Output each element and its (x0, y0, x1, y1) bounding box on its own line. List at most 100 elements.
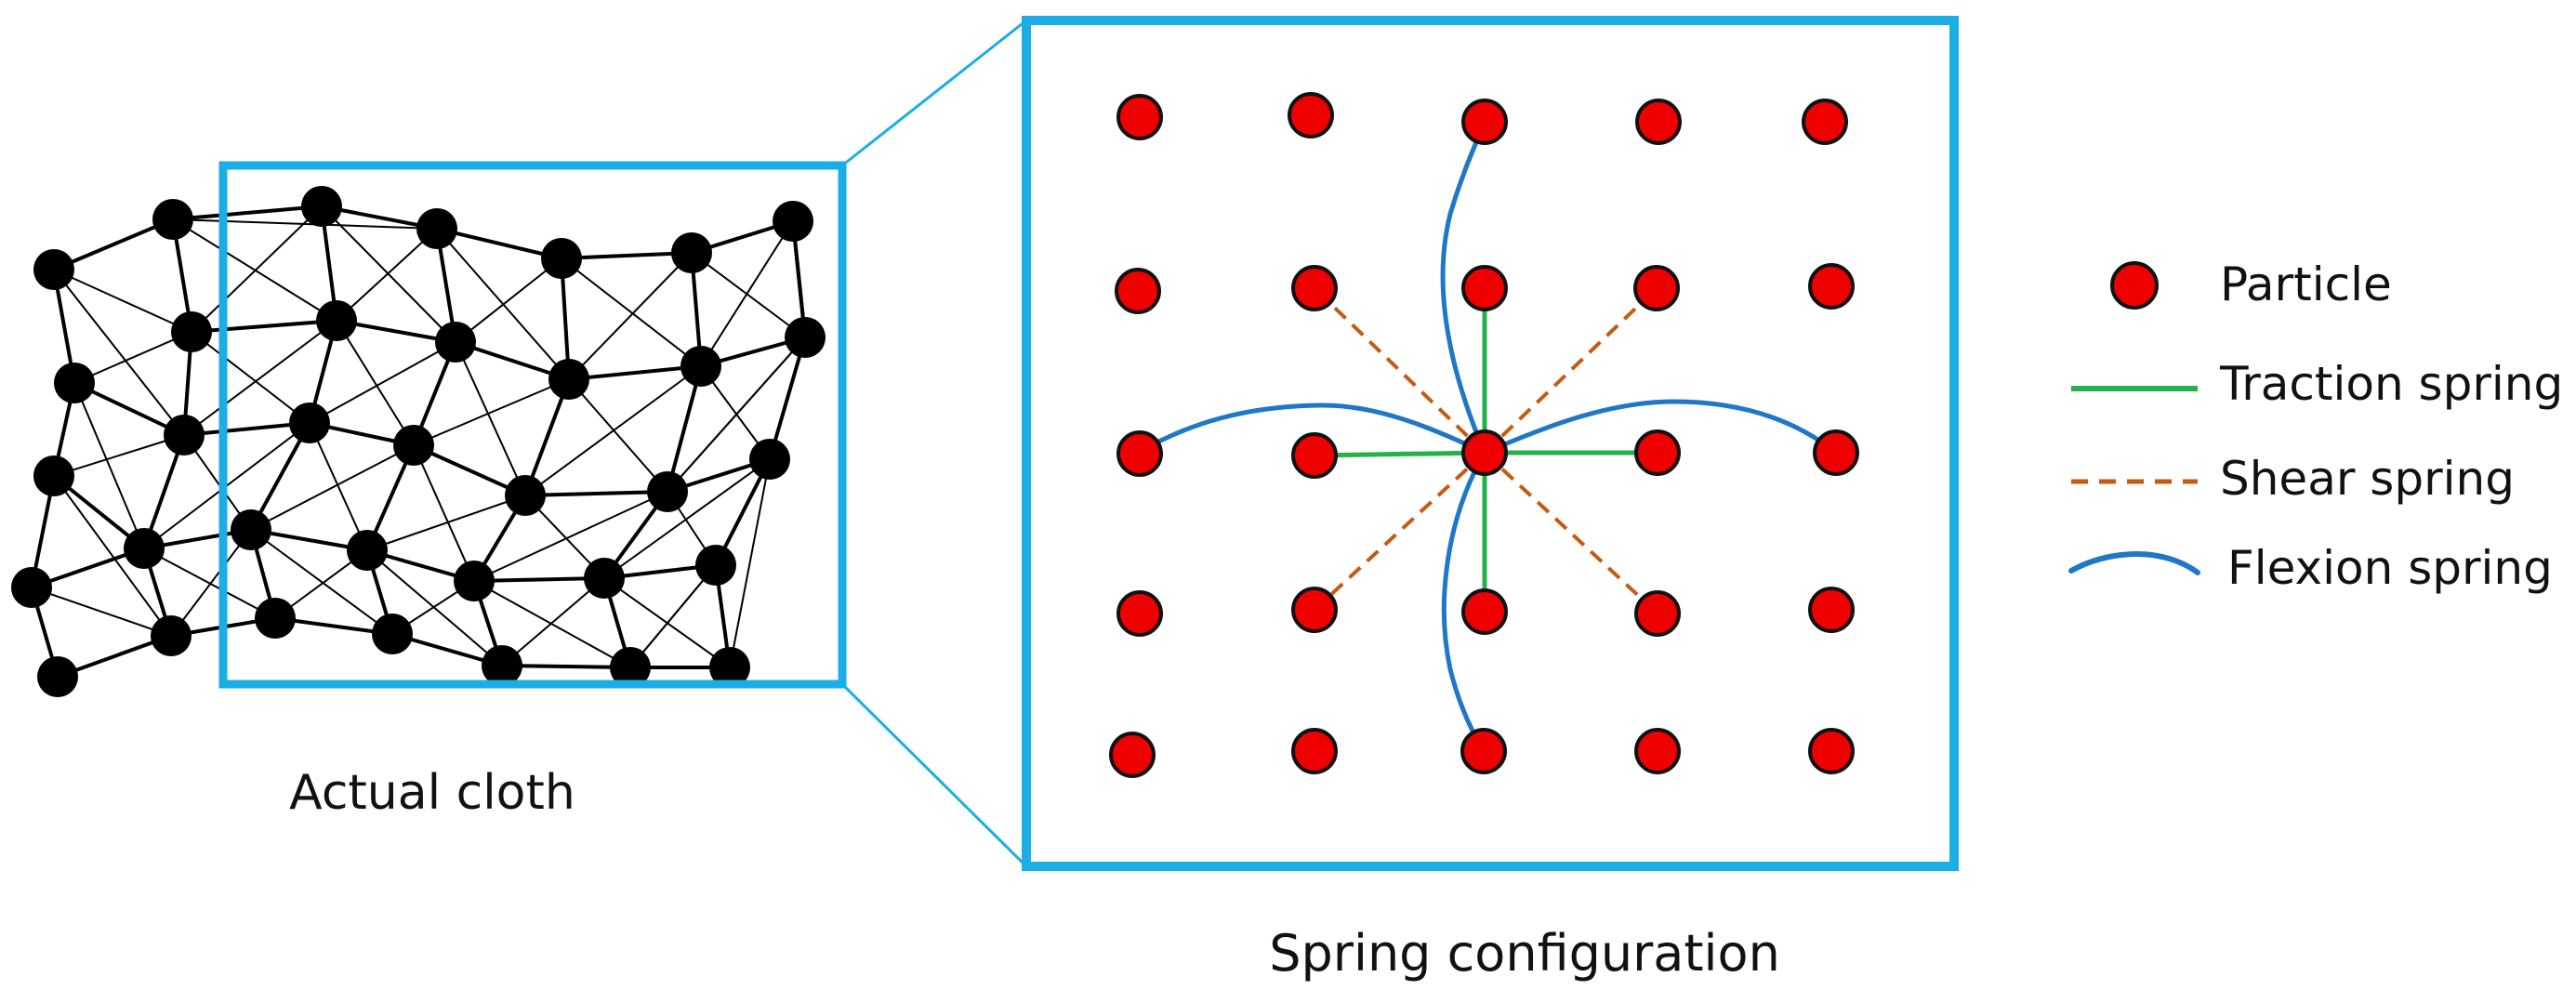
cloth-thick-edge (172, 205, 323, 221)
shear-spring-nw (1313, 286, 1486, 455)
particle (1460, 728, 1507, 774)
cloth-node (680, 346, 721, 387)
cloth-node (316, 300, 357, 341)
cloth-node (647, 471, 688, 512)
cloth-thin-edge (73, 382, 145, 549)
flexion-spring-down (1441, 450, 1487, 754)
shear-spring-sw (1313, 451, 1486, 612)
cloth-thick-edge (436, 227, 562, 260)
cloth-node (773, 201, 813, 242)
cloth-thin-edge (53, 475, 172, 637)
zoom-connector-top (841, 19, 1027, 167)
cloth-node (37, 656, 78, 697)
particle (1291, 265, 1338, 311)
cloth-node (785, 317, 826, 358)
particle (1291, 587, 1338, 633)
cloth-node (505, 475, 546, 516)
cloth-node (416, 208, 457, 249)
cloth-thin-edge (143, 548, 276, 619)
cloth-node (749, 439, 790, 480)
cloth-thin-edge (413, 444, 475, 582)
cloth-node (255, 598, 296, 639)
particle (1288, 92, 1334, 139)
particle (1461, 588, 1508, 635)
flexion-springs (1137, 116, 1839, 754)
flexion-spring-right (1482, 399, 1839, 455)
cloth-thin-edge (73, 331, 192, 384)
zoom-connector-bottom (840, 682, 1028, 868)
cloth-thick-edge (568, 364, 702, 381)
legend-shear-label: Shear spring (2220, 452, 2515, 506)
cloth-node (151, 615, 192, 656)
cloth-thin-edge (568, 252, 693, 380)
particle (1461, 99, 1508, 145)
particle-grid (1109, 92, 1859, 778)
cloth-thick-edge (53, 218, 174, 271)
cloth-node (435, 322, 476, 363)
legend-flexion-label: Flexion spring (2227, 541, 2553, 595)
cloth-thin-edge (53, 434, 185, 477)
cloth-thin-edge (250, 444, 415, 531)
particle (1291, 728, 1338, 774)
particle-legend-icon (2110, 261, 2159, 310)
cloth-thin-edge (53, 269, 185, 436)
cloth-thin-edge (191, 331, 310, 424)
cloth-thin-edge (501, 577, 605, 667)
particle (1109, 732, 1156, 778)
particle (1802, 99, 1848, 145)
shear-springs (1313, 286, 1659, 615)
cloth-node (372, 614, 413, 654)
cloth-node (709, 647, 750, 688)
shear-spring-se (1483, 451, 1659, 615)
cloth-thin-edge (336, 228, 438, 322)
cloth-thin-edge (309, 341, 456, 424)
cloth-node (393, 425, 434, 466)
particle (1634, 429, 1681, 476)
zoom-region-frame (218, 161, 847, 689)
legend: Particle Traction spring Shear spring Fl… (2068, 257, 2563, 595)
cloth-caption: Actual cloth (289, 765, 575, 821)
cloth-thin-edge (729, 458, 771, 668)
flexion-spring-left (1137, 403, 1487, 455)
spring-config-frame (1022, 16, 1959, 871)
cloth-node (671, 232, 712, 273)
traction-springs (1314, 288, 1658, 612)
particle (1813, 429, 1859, 476)
cloth-thin-edge (667, 337, 806, 493)
particle (1461, 429, 1508, 476)
cloth-node (171, 311, 212, 352)
cloth-thick-edge (768, 337, 807, 460)
cloth-mesh (11, 186, 826, 697)
particle (1115, 268, 1161, 314)
cloth-thick-edge (523, 378, 571, 496)
cloth-thin-edge (603, 458, 771, 579)
cloth-node (347, 530, 388, 571)
cloth-node (454, 561, 495, 601)
flexion-spring-up (1440, 116, 1488, 455)
cloth-thin-edge (455, 257, 562, 343)
cloth-thick-edge (666, 365, 703, 493)
legend-traction-label: Traction spring (2219, 357, 2563, 411)
cloth-node (33, 249, 74, 290)
cloth-thin-edge (250, 529, 393, 635)
particle (1808, 263, 1855, 310)
particle (1116, 430, 1163, 477)
cloth-thick-edge (473, 576, 605, 583)
cloth-thin-edge (455, 341, 526, 496)
cloth-node (11, 567, 52, 608)
cloth-thin-edge (473, 491, 668, 582)
particle (1808, 587, 1855, 633)
cloth-thin-edges (31, 205, 806, 678)
particle (1291, 432, 1338, 479)
cloth-node (482, 645, 522, 686)
cloth-node (164, 415, 205, 455)
cloth-thin-edge (413, 378, 570, 446)
cloth-node (695, 545, 736, 586)
particle (1634, 590, 1681, 637)
cloth-thin-edge (172, 218, 438, 230)
traction-spring-left (1314, 450, 1486, 458)
cloth-thin-edge (309, 422, 368, 551)
cloth-nodes (11, 186, 826, 697)
particle (1634, 728, 1681, 774)
